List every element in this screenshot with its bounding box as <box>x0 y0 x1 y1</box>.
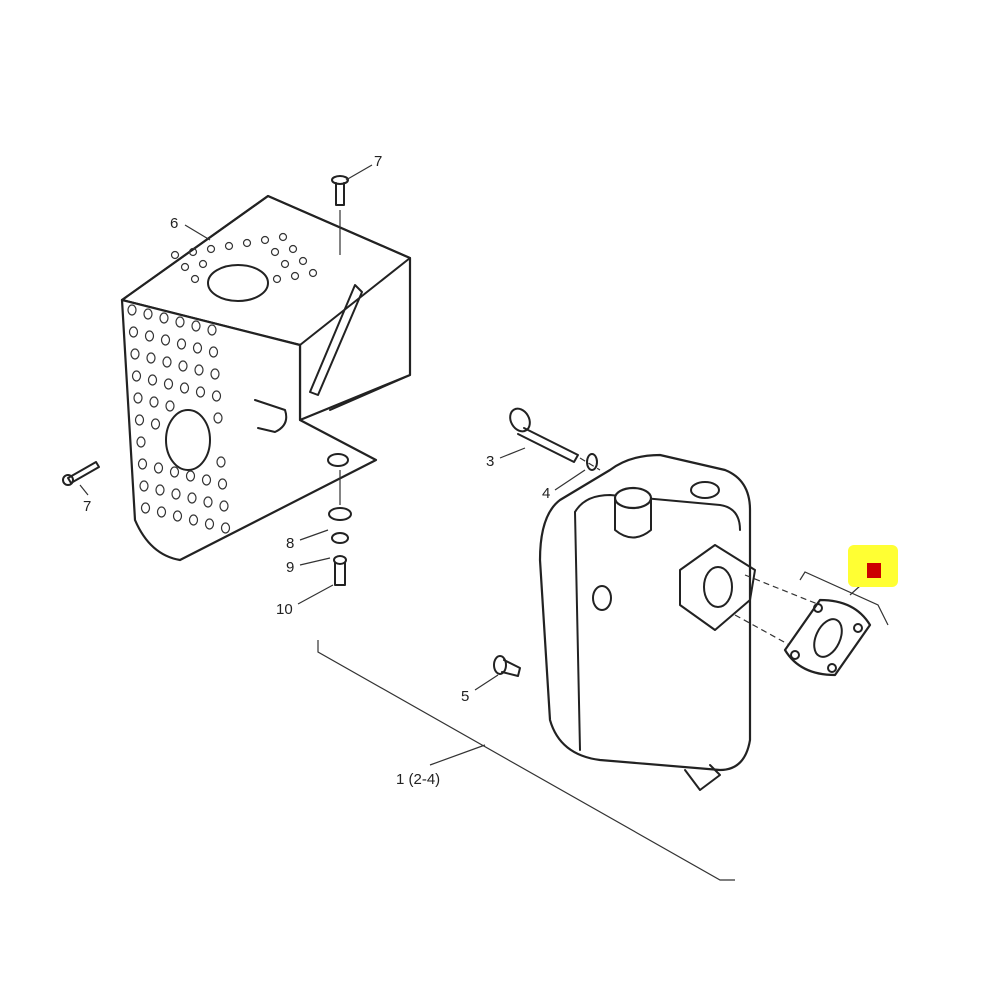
perforation-hole <box>131 370 142 382</box>
perforation-hole <box>163 378 174 390</box>
perforation-hole <box>147 374 158 386</box>
perforation-hole <box>146 352 156 364</box>
perforation-hole <box>210 368 220 380</box>
perforation-hole <box>162 356 172 368</box>
perforation-hole <box>156 506 167 518</box>
label-bolt: 3 <box>486 453 494 470</box>
gasket-marker[interactable] <box>867 563 881 578</box>
perforation-hole <box>188 247 198 257</box>
perforation-hole <box>136 436 146 448</box>
perforation-hole <box>272 274 282 284</box>
perforation-hole <box>150 418 161 430</box>
gasket <box>783 571 889 677</box>
perforation-hole <box>242 238 252 248</box>
label-cover: 6 <box>170 215 178 232</box>
perforation-hole <box>175 316 185 328</box>
screw-top <box>331 175 349 255</box>
perforation-hole <box>278 232 288 242</box>
perforation-hole <box>216 456 226 468</box>
assembly-bracket-line <box>317 640 735 881</box>
perforation-hole <box>134 414 145 426</box>
perforation-hole <box>133 392 143 404</box>
perforation-hole <box>137 458 148 470</box>
perforation-hole <box>207 324 217 336</box>
perforation-hole <box>211 390 222 402</box>
perforation-hole <box>179 382 190 394</box>
perforation-hole <box>298 256 308 266</box>
perforation-hole <box>153 462 164 474</box>
label-bolt-small: 10 <box>276 601 293 618</box>
perforation-hole <box>155 484 165 496</box>
perforation-hole <box>217 478 228 490</box>
bolt <box>509 407 601 471</box>
perforation-hole <box>280 259 290 269</box>
perforation-hole <box>178 360 188 372</box>
perforation-hole <box>127 304 137 316</box>
perforation-hole <box>143 308 153 320</box>
screw-left <box>62 461 100 486</box>
perforation-hole <box>165 400 175 412</box>
perforation-hole <box>188 514 199 526</box>
perforation-hole <box>149 396 159 408</box>
muffler-cover <box>120 194 412 562</box>
perforation-hole <box>169 466 180 478</box>
perforation-hole <box>139 480 149 492</box>
leader-lines <box>79 164 873 766</box>
perforation-hole <box>187 492 197 504</box>
perforation-hole <box>195 386 206 398</box>
perforation-hole <box>201 474 212 486</box>
perforation-hole <box>219 500 229 512</box>
perforation-hole <box>140 502 151 514</box>
perforation-hole <box>185 470 196 482</box>
perforation-hole <box>159 312 169 324</box>
perforation-hole <box>176 338 187 350</box>
perforation-hole <box>220 522 231 534</box>
muffler <box>538 453 821 791</box>
perforation-hole <box>213 412 223 424</box>
label-screw-top: 7 <box>374 153 382 170</box>
screw-muffler <box>493 655 521 677</box>
perforation-hole <box>208 346 219 358</box>
perforation-hole <box>270 247 280 257</box>
perforation-hole <box>128 326 139 338</box>
perforation-hole <box>203 496 213 508</box>
perforation-hole <box>130 348 140 360</box>
perforation-hole <box>204 518 215 530</box>
perforation-hole <box>191 320 201 332</box>
perforation-hole <box>171 488 181 500</box>
perforation-hole <box>290 271 300 281</box>
perforation-hole <box>190 274 200 284</box>
perforation-hole <box>308 268 318 278</box>
perforation-hole <box>206 244 216 254</box>
perforation-hole <box>198 259 208 269</box>
label-muffler-assembly: 1 (2-4) <box>396 771 440 788</box>
perforation-hole <box>160 334 171 346</box>
perforation-hole <box>260 235 270 245</box>
perforation-hole <box>172 510 183 522</box>
perforation-hole <box>192 342 203 354</box>
washer-stack <box>328 470 352 586</box>
perforation-hole <box>194 364 204 376</box>
perforation-hole <box>144 330 155 342</box>
perforation-hole <box>180 262 190 272</box>
perforation-hole <box>288 244 298 254</box>
label-gasket: 2 <box>869 564 876 578</box>
label-screw-left: 7 <box>83 498 91 515</box>
perforation-hole <box>224 241 234 251</box>
label-spring-washer: 9 <box>286 559 294 576</box>
label-lock-washer: 4 <box>542 485 550 502</box>
perforation-hole <box>170 250 180 260</box>
label-washer: 8 <box>286 535 294 552</box>
label-screw-muffler: 5 <box>461 688 469 705</box>
